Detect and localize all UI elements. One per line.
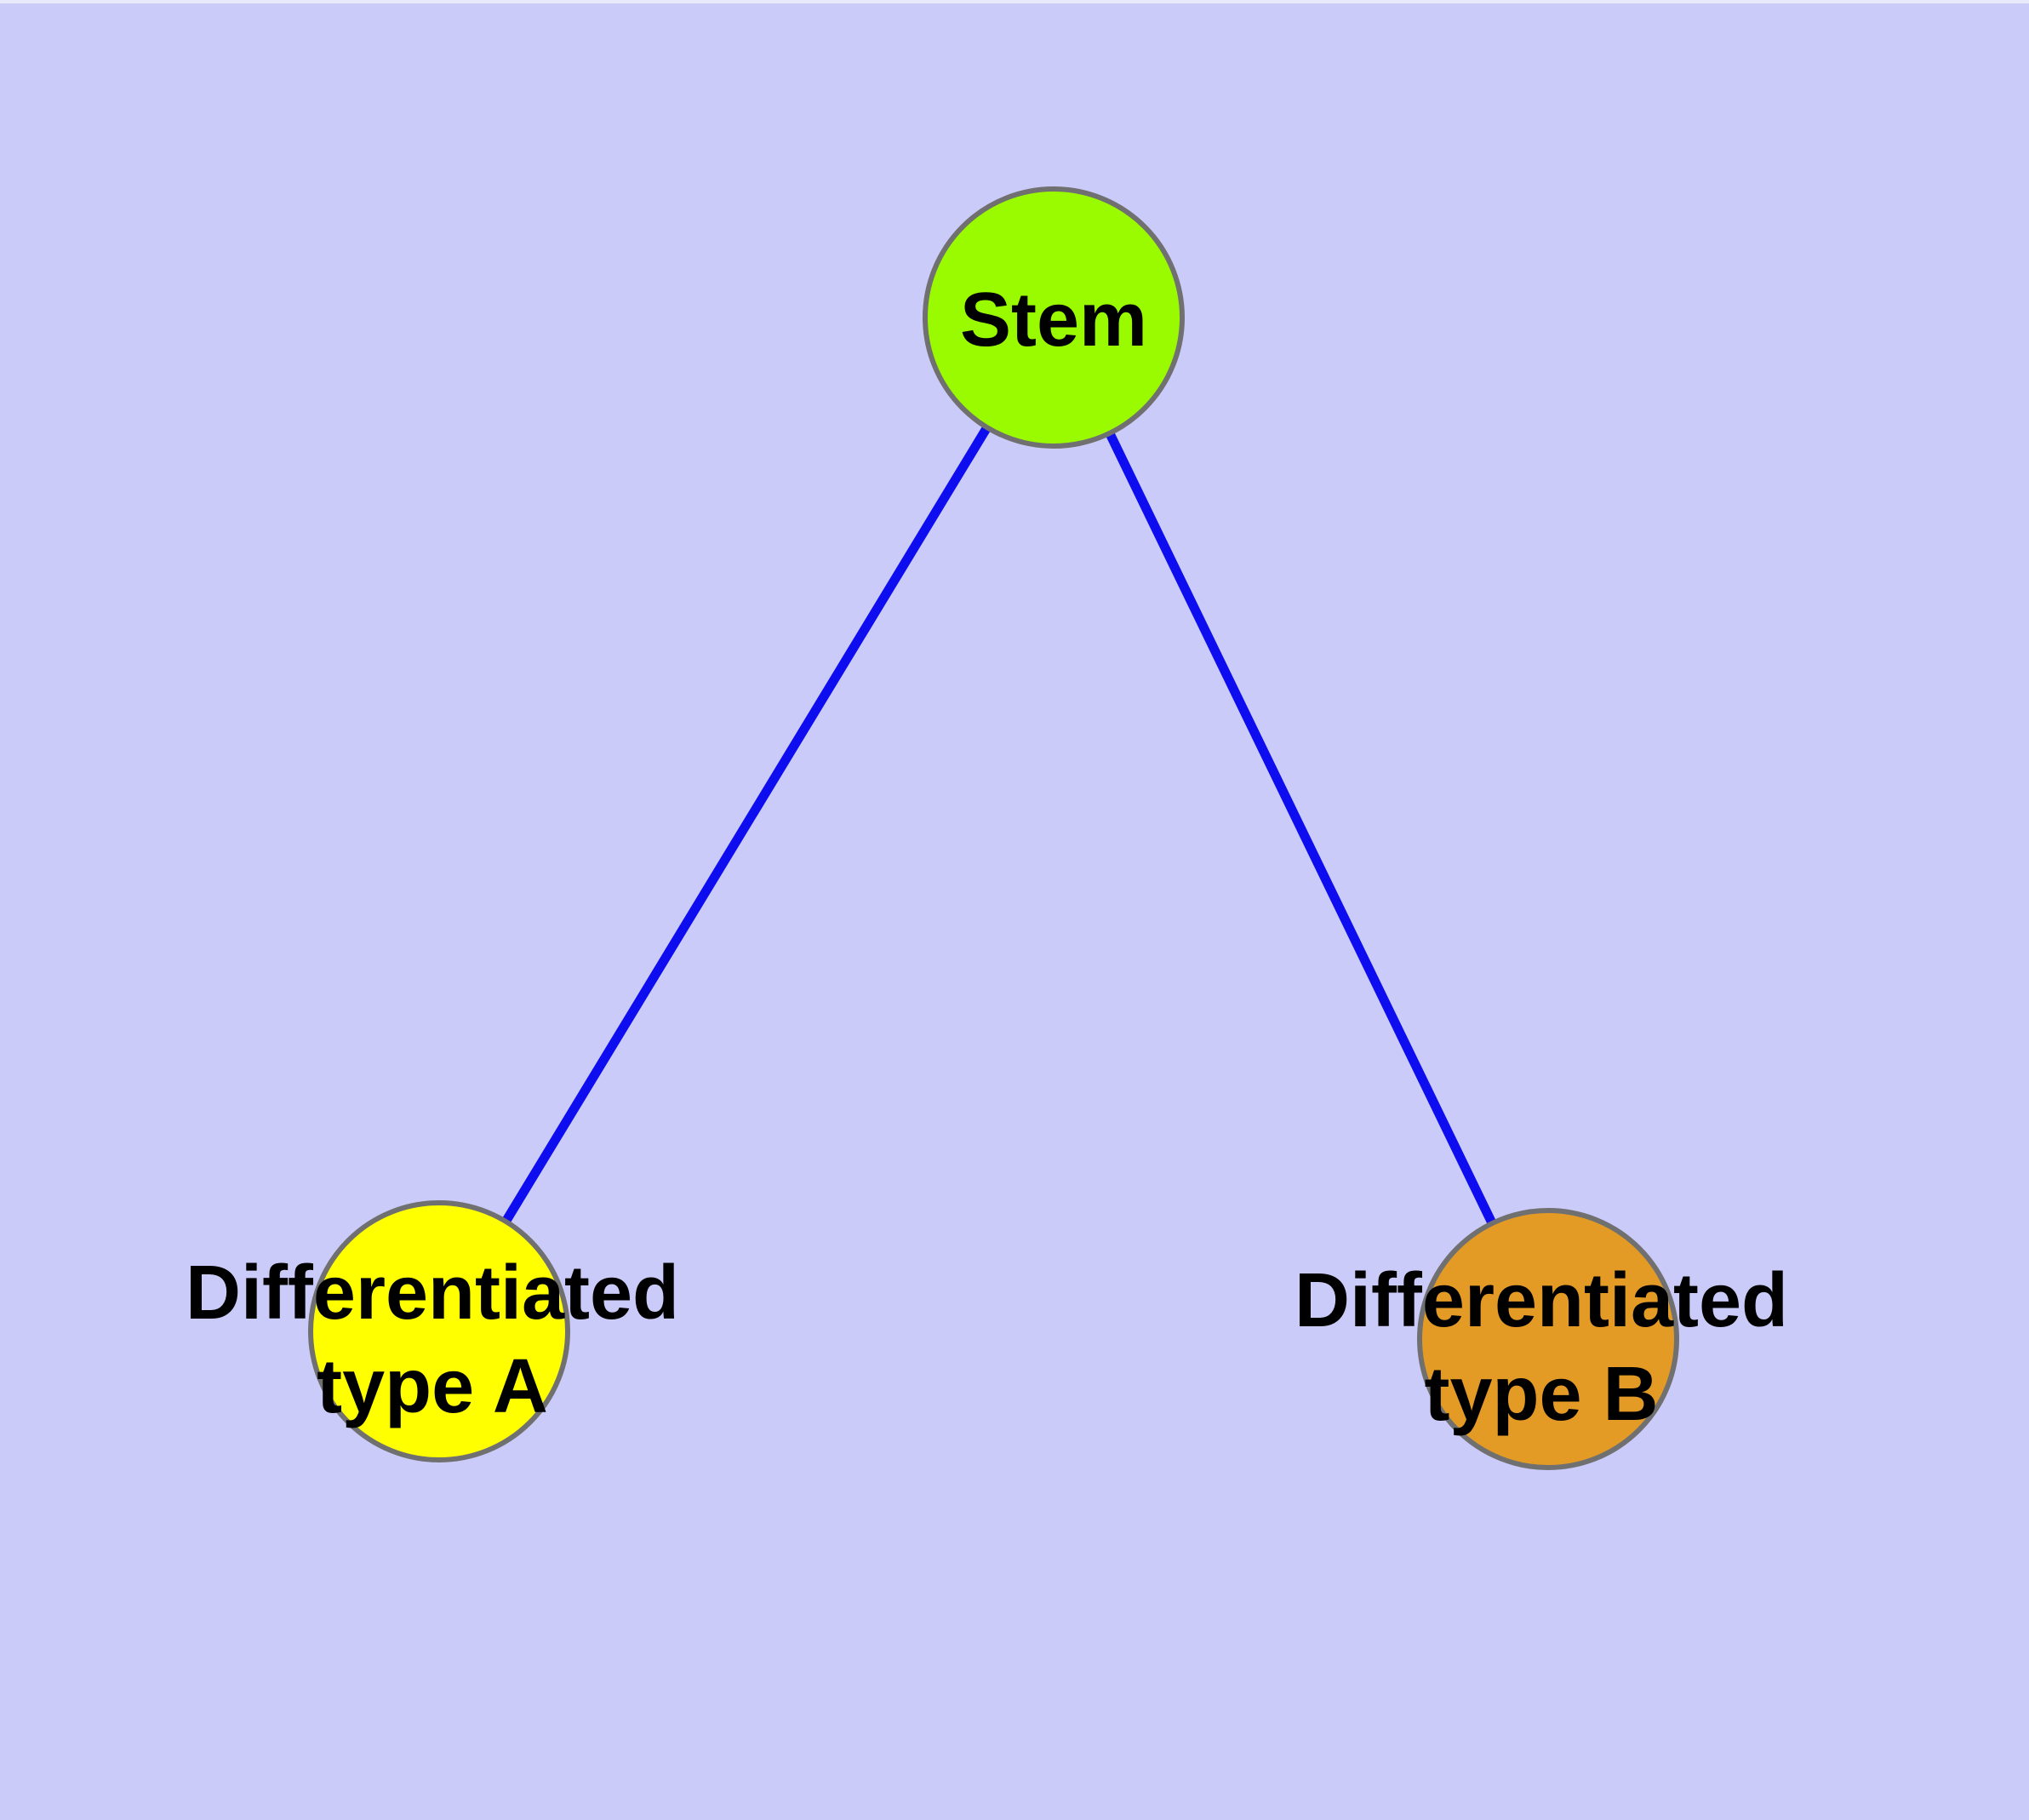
node-type-a-label-line1: Differentiated: [186, 1251, 679, 1336]
node-type-b-label-line2: type B: [1424, 1352, 1658, 1437]
edge-stem-to-type-b: [1049, 315, 1552, 1342]
node-type-a-label-line2: type A: [317, 1344, 548, 1429]
node-stem-label: Stem: [960, 278, 1147, 363]
top-edge-highlight: [0, 0, 2029, 3]
node-differentiated-type-a: [308, 1200, 570, 1462]
node-differentiated-type-b: [1417, 1208, 1679, 1470]
node-stem: [923, 186, 1185, 449]
edge-stem-to-type-a: [435, 315, 1058, 1334]
node-type-b-label-line1: Differentiated: [1295, 1258, 1788, 1343]
